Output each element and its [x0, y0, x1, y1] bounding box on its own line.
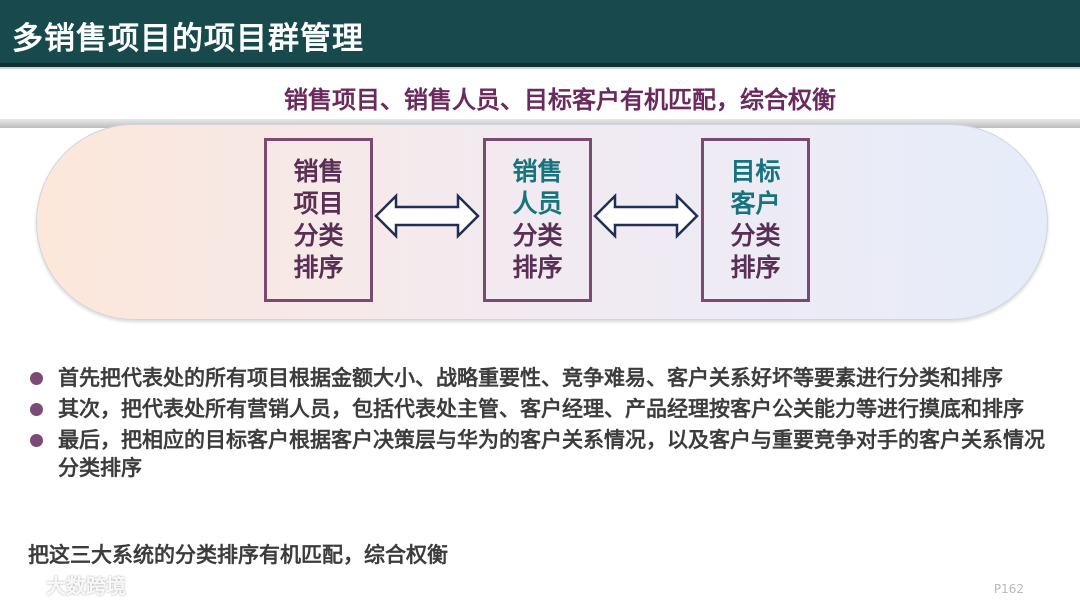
list-item-text: 其次，把代表处所有营销人员，包括代表处主管、客户经理、产品经理按客户公关能力等进… [58, 397, 1024, 421]
watermark: 大数跨境 [8, 570, 126, 599]
page-number: P162 [993, 582, 1024, 596]
box-label: 排序 [730, 253, 781, 282]
watermark-logo-icon [8, 575, 40, 593]
watermark-text: 大数跨境 [46, 574, 126, 598]
list-item-text: 最后，把相应的目标客户根据客户决策层与华为的客户关系情况，以及客户与重要竞争对手… [58, 428, 1045, 480]
list-item: 首先把代表处的所有项目根据金额大小、战略重要性、竞争难易、客户关系好坏等要素进行… [28, 364, 1058, 392]
list-item-text: 首先把代表处的所有项目根据金额大小、战略重要性、竞争难易、客户关系好坏等要素进行… [58, 366, 1003, 390]
title-divider [0, 67, 1080, 69]
bullet-dot-icon [30, 434, 43, 447]
box-label: 分类 [730, 221, 781, 250]
box-sales-staff: 销售 人员 分类 排序 [483, 138, 592, 302]
box-label: 排序 [512, 253, 563, 282]
title-bar: 多销售项目的项目群管理 [0, 0, 1080, 67]
box-label: 人员 [512, 189, 563, 218]
box-label: 销售 [512, 157, 563, 186]
gray-band [0, 119, 1080, 128]
double-arrow-icon [593, 193, 699, 239]
box-label: 分类 [512, 221, 563, 250]
bullet-dot-icon [30, 403, 43, 416]
double-arrow-icon [374, 193, 480, 239]
list-item: 其次，把代表处所有营销人员，包括代表处主管、客户经理、产品经理按客户公关能力等进… [28, 395, 1058, 423]
box-label: 项目 [293, 189, 344, 218]
subtitle: 销售项目、销售人员、目标客户有机匹配，综合权衡 [284, 86, 836, 114]
bullet-dot-icon [30, 372, 43, 385]
box-label: 目标 [730, 157, 781, 186]
box-label: 销售 [293, 157, 344, 186]
box-label: 分类 [293, 221, 344, 250]
list-item: 最后，把相应的目标客户根据客户决策层与华为的客户关系情况，以及客户与重要竞争对手… [28, 426, 1058, 482]
box-label: 客户 [730, 189, 781, 218]
page-title: 多销售项目的项目群管理 [12, 21, 364, 57]
conclusion-text: 把这三大系统的分类排序有机匹配，综合权衡 [28, 543, 448, 567]
box-target-customers: 目标 客户 分类 排序 [701, 138, 810, 302]
diagram-capsule [36, 124, 1048, 320]
bullet-list: 首先把代表处的所有项目根据金额大小、战略重要性、竞争难易、客户关系好坏等要素进行… [28, 364, 1058, 485]
box-sales-projects: 销售 项目 分类 排序 [264, 138, 373, 302]
box-label: 排序 [293, 253, 344, 282]
